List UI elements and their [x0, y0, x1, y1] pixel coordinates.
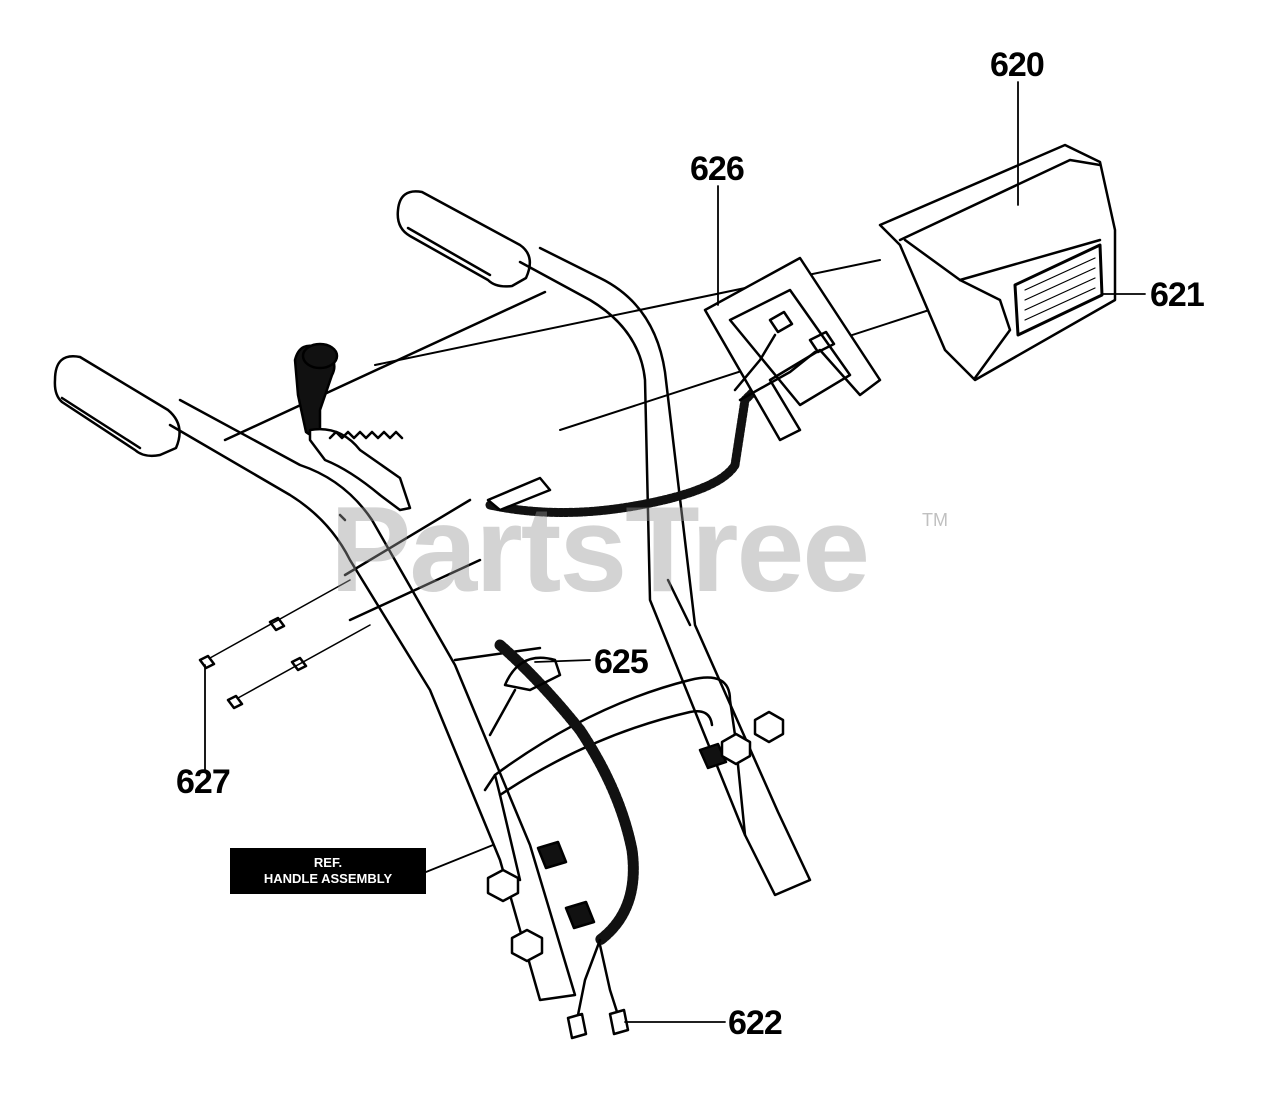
headlight-housing [878, 143, 1117, 382]
callout-627: 627 [176, 763, 231, 801]
terminals [566, 1008, 630, 1040]
callout-626: 626 [690, 150, 745, 188]
cross-bracket [483, 676, 747, 882]
light-bracket [703, 256, 882, 442]
callout-625: 625 [594, 643, 649, 681]
callout-620: 620 [990, 46, 1045, 84]
callout-621: 621 [1150, 276, 1205, 314]
headlight-lens [1013, 243, 1104, 337]
shift-lever [293, 342, 412, 512]
wire-tie [488, 656, 562, 737]
trademark-mark: TM [922, 510, 948, 530]
callout-622: 622 [728, 1004, 783, 1042]
ref-handle-assembly-label: REF. HANDLE ASSEMBLY [230, 848, 426, 894]
left-handle-tube [168, 398, 577, 1002]
screws [198, 579, 371, 710]
coiled-wire-lower [494, 639, 639, 1017]
coiled-wire-upper [485, 370, 775, 517]
leader-lines [204, 81, 1146, 1023]
left-handle-grip [53, 355, 181, 458]
watermark: PartsTree [330, 481, 870, 617]
right-handle-tube [518, 246, 812, 897]
right-handle-grip [396, 190, 532, 288]
ref-label-line2: HANDLE ASSEMBLY [263, 871, 393, 886]
ref-label-line1: REF. [313, 855, 343, 870]
bolts [486, 710, 785, 963]
